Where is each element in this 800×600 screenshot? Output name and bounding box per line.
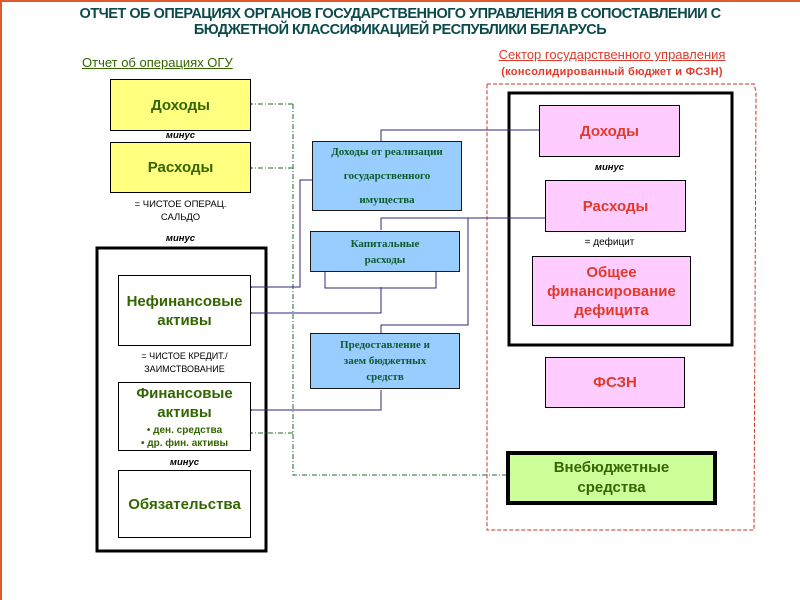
extrabudget-line-1: Внебюджетные (553, 459, 670, 476)
net-lending-line-2: ЗАИМСТВОВАНИЕ (144, 364, 225, 374)
connector-extrabudget-to-ogu-revenue (292, 104, 508, 476)
connector-property-sales-to-sector-revenue (380, 129, 539, 141)
fszn-box: ФСЗН (545, 357, 685, 408)
nonfinancial-assets-box: Нефинансовые активы (118, 275, 251, 346)
connector-lending-to-financial (245, 390, 382, 414)
capital-line-2: расходы (364, 253, 406, 266)
fszn-label: ФСЗН (593, 374, 637, 391)
connector-capital-to-sector-expenses (380, 217, 545, 230)
budget-lending-box: Предоставление и заем бюджетных средств (310, 333, 460, 389)
sector-heading: Сектор государственного управления (498, 47, 726, 62)
financing-line-2: финансирование (547, 282, 676, 300)
slide-title: ОТЧЕТ ОБ ОПЕРАЦИЯХ ОРГАНОВ ГОСУДАРСТВЕНН… (0, 6, 800, 38)
nonfinancial-line-2: активы (157, 311, 212, 329)
financial-line-1: Финансовые (136, 384, 233, 402)
title-line-2: БЮДЖЕТНОЙ КЛАССИФИКАЦИЕЙ РЕСПУБЛИКИ БЕЛА… (193, 22, 607, 38)
financial-bullet-other: • др. фин. активы (140, 437, 229, 449)
title-line-1: ОТЧЕТ ОБ ОПЕРАЦИЯХ ОРГАНОВ ГОСУДАРСТВЕНН… (79, 6, 721, 22)
sector-expenses-box: Расходы (545, 180, 686, 232)
sector-minus: минус (594, 162, 625, 173)
property-sales-line-3: имущества (359, 194, 415, 206)
ogu-expenses-label: Расходы (147, 159, 214, 176)
extrabudget-line-2: средства (577, 479, 646, 496)
financial-line-2: активы (157, 403, 212, 421)
lending-line-1: Предоставление и (340, 339, 430, 351)
liabilities-box: Обязательства (118, 470, 251, 538)
ogu-expenses-box: Расходы (110, 142, 251, 193)
slide-frame-top (0, 0, 800, 2)
deficit-note: = дефицит (584, 237, 635, 248)
extrabudgetary-funds-box: Внебюджетные средства (506, 451, 717, 505)
financial-assets-box: Финансовые активы • ден. средства • др. … (118, 382, 251, 451)
connector-capital-to-nonfinancial (245, 287, 382, 317)
property-sales-line-1: Доходы от реализации (331, 146, 443, 158)
ogu-minus-1: минус (165, 130, 196, 141)
sector-budget-frame (507, 91, 734, 347)
property-sales-line-2: государственного (343, 170, 431, 182)
net-operating-balance-note: = ЧИСТОЕ ОПЕРАЦ. САЛЬДО (110, 198, 251, 224)
sector-revenue-label: Доходы (580, 122, 639, 140)
sector-subheading: (консолидированный бюджет и ФСЗН) (501, 66, 723, 78)
ogu-revenue-label: Доходы (151, 96, 210, 114)
capital-expenditure-box: Капитальные расходы (310, 231, 460, 272)
sector-expenses-label: Расходы (582, 197, 649, 215)
net-lending-line-1: = ЧИСТОЕ КРЕДИТ./ (141, 351, 228, 361)
financial-bullet-cash: • ден. средства (146, 424, 223, 436)
liabilities-label: Обязательства (128, 495, 241, 513)
sector-revenue-box: Доходы (539, 105, 680, 157)
nonfinancial-line-1: Нефинансовые (126, 292, 243, 310)
connector-capital-underbox (324, 272, 437, 289)
sector-dashed-border (486, 83, 757, 531)
capital-line-1: Капитальные (350, 237, 420, 250)
property-sales-box: Доходы от реализации государственного им… (312, 141, 462, 211)
financing-line-3: дефицита (574, 301, 649, 319)
ogu-minus-3: минус (169, 457, 200, 468)
ogu-heading: Отчет об операциях ОГУ (82, 55, 233, 70)
connector-property-sales-left (245, 179, 313, 291)
net-operating-line-2: САЛЬДО (160, 212, 201, 223)
lending-line-3: средств (366, 371, 404, 383)
financing-line-1: Общее (586, 263, 637, 281)
connector-lending-to-sector (380, 218, 469, 333)
ogu-balance-frame (95, 246, 268, 553)
ogu-minus-2: минус (165, 233, 196, 244)
deficit-financing-box: Общее финансирование дефицита (532, 256, 691, 326)
slide-frame-left (0, 0, 2, 600)
net-operating-line-1: = ЧИСТОЕ ОПЕРАЦ. (134, 199, 227, 210)
lending-line-2: заем бюджетных (343, 355, 427, 367)
net-lending-note: = ЧИСТОЕ КРЕДИТ./ ЗАИМСТВОВАНИЕ (118, 350, 251, 376)
ogu-revenue-box: Доходы (110, 79, 251, 131)
